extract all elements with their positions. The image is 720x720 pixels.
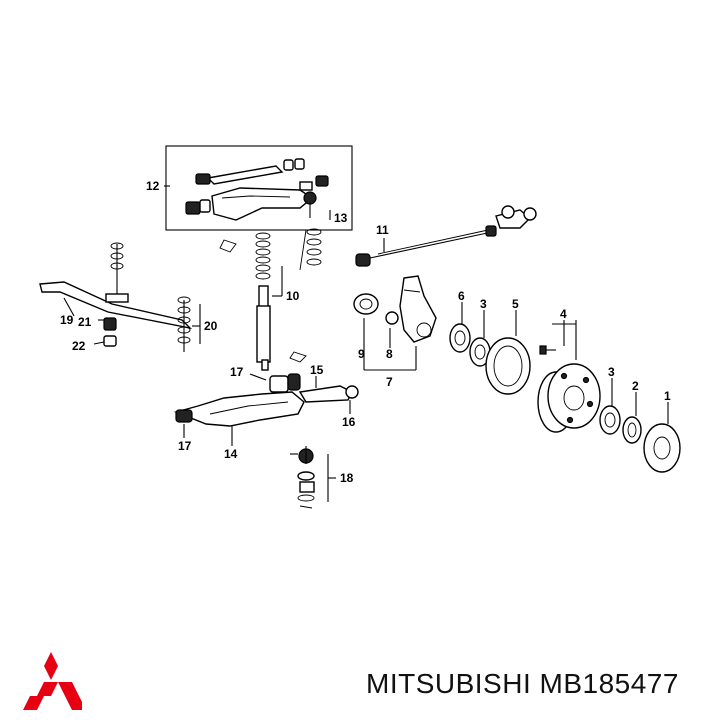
hub-assembly [449,323,681,473]
upper-ball-joint-hardware [299,228,322,271]
stabilizer-bar [39,242,193,352]
callout-11: 11 [376,223,389,237]
callout-9: 9 [358,347,365,361]
callout-7: 7 [386,375,393,389]
callout-4: 4 [560,307,567,321]
callout-5: 5 [512,297,519,311]
callout-22: 21 [78,315,92,329]
lower-control-arm [173,373,359,427]
callout-18: 18 [340,471,354,485]
callout-20: 20 [204,319,218,333]
callout-1: 1 [664,389,671,403]
three-diamonds-logo-icon [23,652,82,710]
steering-knuckle [353,275,437,343]
callout-2: 2 [632,379,639,393]
callout-16: 16 [342,415,356,429]
callout-17-lower: 17 [178,439,192,453]
callout-15: 15 [310,363,324,377]
callout-6: 6 [458,289,465,303]
callout-21: 22 [72,339,86,353]
callout-8: 8 [386,347,393,361]
callout-12: 12 [146,179,160,193]
callout-10: 10 [286,289,300,303]
shock-absorber [219,232,307,371]
upper-control-arm-group [165,145,353,231]
callout-19: 19 [60,313,74,327]
callout-13: 13 [334,211,348,225]
lower-ball-joint [290,446,315,509]
brand-part-caption: MITSUBISHI MB185477 [366,668,696,704]
callout-3-inner: 3 [480,297,487,311]
callout-3-outer: 3 [608,365,615,379]
callout-17-upper: 17 [230,365,244,379]
callout-14: 14 [224,447,238,461]
leader-lines [63,185,669,502]
tie-rod [355,205,537,267]
part-number: MB185477 [539,668,679,699]
brand-name: MITSUBISHI [366,668,532,699]
callout-labels: 1 21 2 3 3 4 5 6 7 8 9 10 11 12 13 14 15… [60,179,671,485]
